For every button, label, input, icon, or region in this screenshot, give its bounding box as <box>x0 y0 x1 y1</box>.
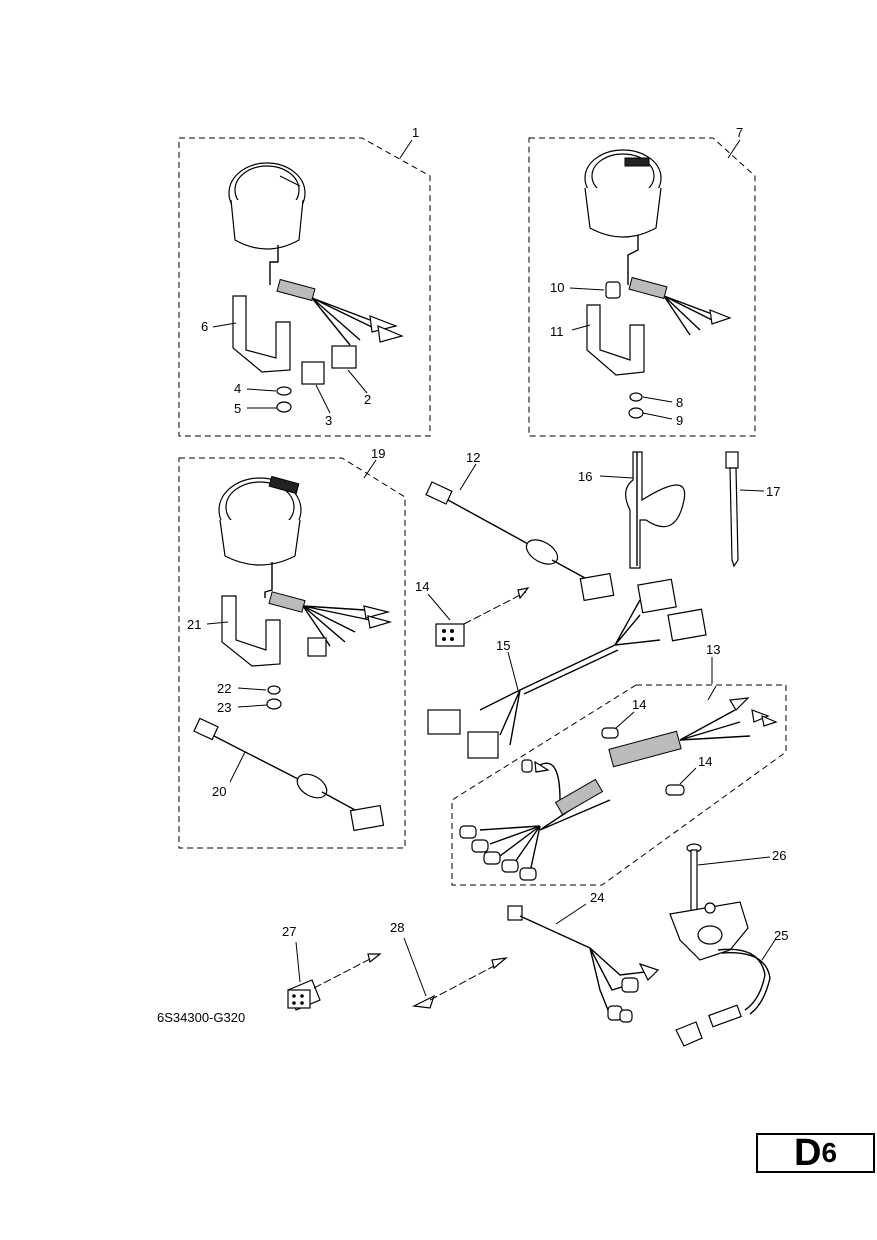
callout-18: 17 <box>766 484 780 499</box>
callout-25: 25 <box>774 928 788 943</box>
page-tag-number: 6 <box>821 1137 838 1168</box>
callout-27: 27 <box>282 924 296 939</box>
callout-15: 14 <box>415 579 429 594</box>
part-28-pin: 28 <box>390 920 509 1009</box>
group-7-gauge-kit: 7 8 9 10 11 <box>528 125 756 437</box>
callout-12: 12 <box>466 450 480 465</box>
callout-6: 6 <box>201 319 208 334</box>
callout-8: 8 <box>676 395 683 410</box>
group-1-gauge-kit: 1 2 3 4 5 6 <box>178 125 431 437</box>
page-tag-letter: D <box>793 1132 822 1174</box>
callout-9: 9 <box>676 413 683 428</box>
callout-19: 19 <box>371 446 385 461</box>
part-25-26-sensor: 26 25 <box>669 843 788 1047</box>
part-17-tube: 16 <box>578 451 686 569</box>
callout-1: 1 <box>412 125 419 140</box>
callout-20: 20 <box>212 784 226 799</box>
callout-7: 7 <box>736 125 743 140</box>
callout-10: 10 <box>550 280 564 295</box>
part-27-connector: 27 <box>282 924 382 1011</box>
group-13-harness-kit: 13 14 14 <box>451 642 787 886</box>
part-18-cable-tie: 17 <box>725 451 780 568</box>
callout-4: 4 <box>234 381 241 396</box>
callout-26: 26 <box>772 848 786 863</box>
callout-22: 22 <box>217 681 231 696</box>
callout-3: 3 <box>325 413 332 428</box>
callout-2: 2 <box>364 392 371 407</box>
callout-24: 24 <box>590 890 604 905</box>
callout-5: 5 <box>234 401 241 416</box>
callout-23: 23 <box>217 700 231 715</box>
part-16-harness: 15 <box>427 578 707 759</box>
drawing-code: 6S34300-G320 <box>157 1010 245 1025</box>
callout-11: 11 <box>550 324 564 339</box>
callout-14-a: 14 <box>632 697 646 712</box>
part-15-connector: 14 <box>415 579 530 647</box>
callout-28: 28 <box>390 920 404 935</box>
part-12-cable: 12 <box>425 450 615 602</box>
group-19-gauge-kit: 19 20 21 22 23 <box>178 446 406 849</box>
part-24-harness: 24 <box>507 890 660 1023</box>
callout-17: 16 <box>578 469 592 484</box>
callout-14-b: 14 <box>698 754 712 769</box>
callout-13: 13 <box>706 642 720 657</box>
page-tag: D 6 <box>756 1133 875 1173</box>
callout-16: 15 <box>496 638 510 653</box>
callout-21: 21 <box>187 617 201 632</box>
